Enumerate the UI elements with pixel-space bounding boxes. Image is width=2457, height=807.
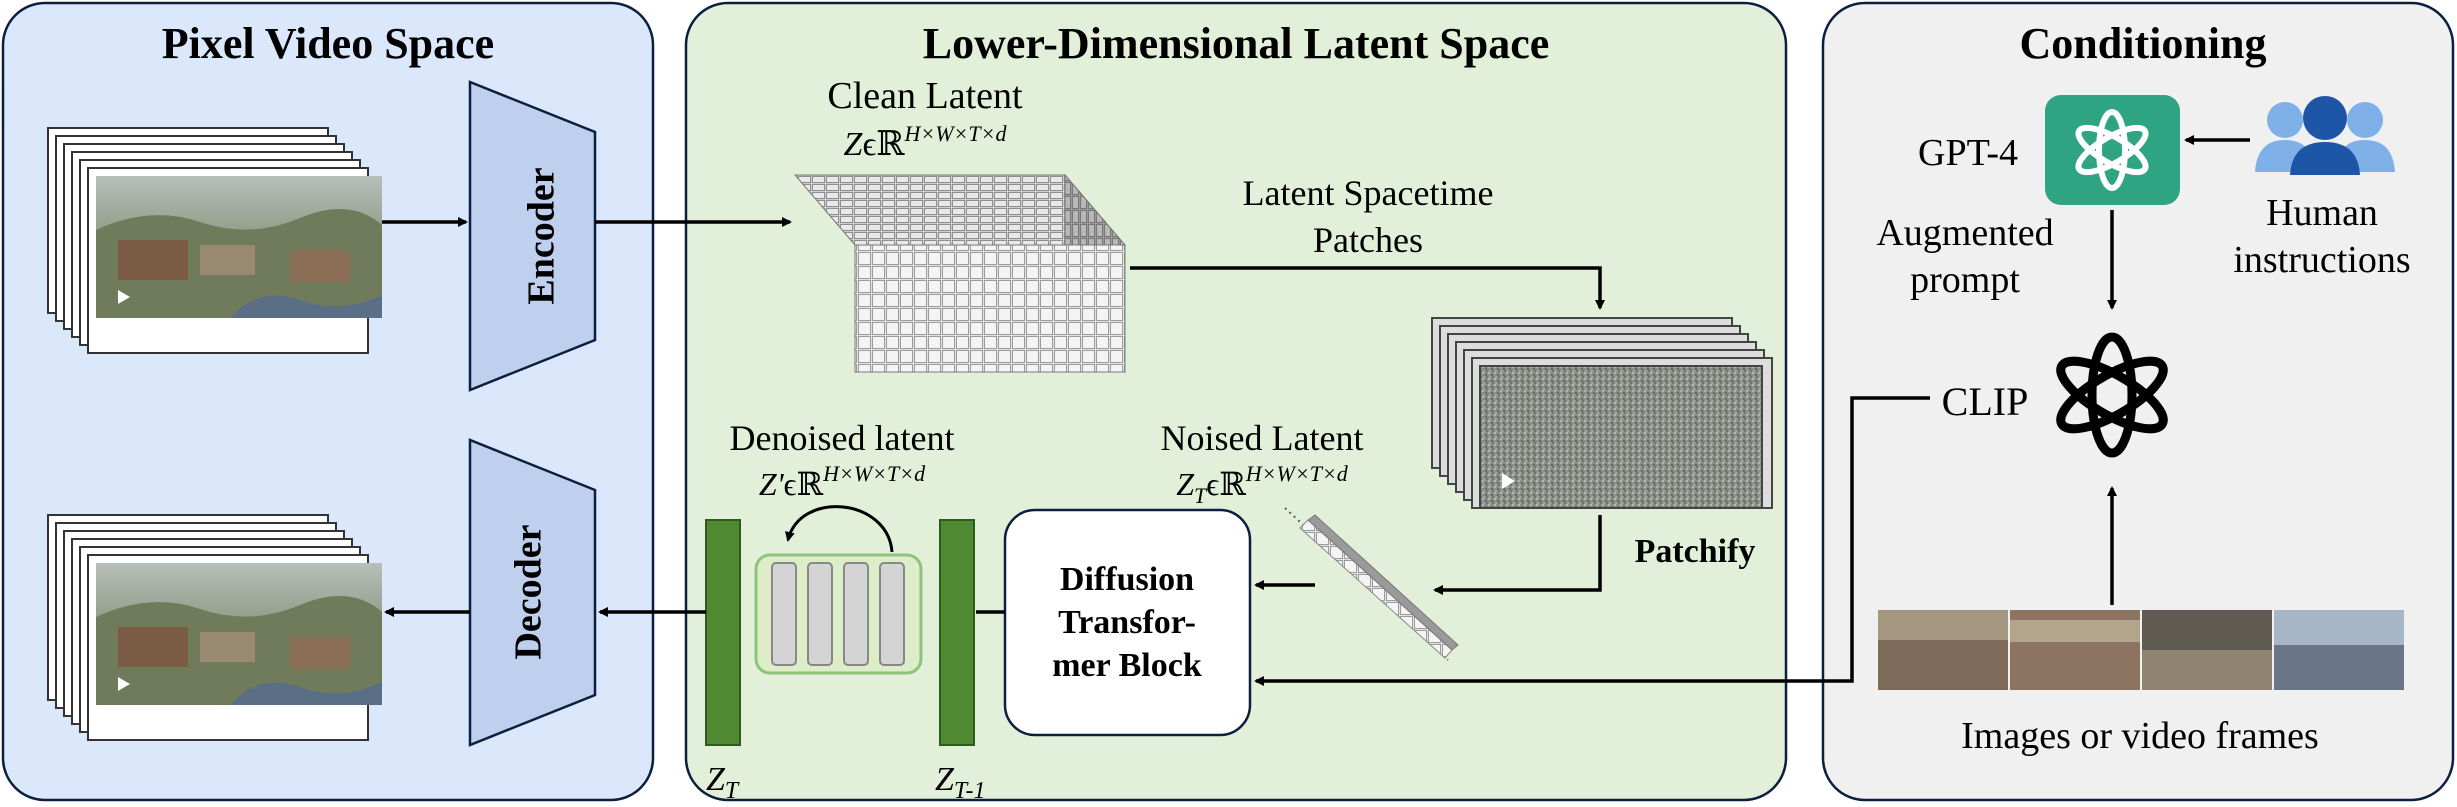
images-caption: Images or video frames [1961,715,2319,757]
z-t-bar [705,519,741,746]
arrows [382,135,2250,686]
output-video-frame [96,563,382,705]
input-video-frame [96,176,382,318]
gpt4-label: GPT-4 [1918,132,2018,174]
noised-latent-formula: ZTϵℝH×W×T×d [1176,461,1349,508]
dit-label-line3: mer Block [1052,647,1202,684]
clip-logo-icon [2056,332,2168,458]
conditioning-panel-title: Conditioning [2020,19,2267,68]
augmented-prompt-line2: prompt [1910,259,2020,301]
spacetime-patches-label-line1: Latent Spacetime [1243,173,1494,213]
play-icon [1502,473,1515,489]
z-t-minus-1-label: ZT-1 [935,761,985,804]
z-t-minus-1-bar [939,519,975,746]
augmented-prompt-line1: Augmented [1876,212,2053,254]
dit-label-line1: Diffusion [1060,561,1194,598]
denoised-latent-label: Denoised latent [730,418,955,458]
human-instructions-line2: instructions [2233,239,2410,281]
play-icon [118,677,130,691]
clean-latent-label: Clean Latent [827,75,1023,117]
arrow-clip-to-dit [1254,396,1930,686]
clean-latent-formula: ZϵℝH×W×T×d [844,121,1008,163]
image-frames-strip [1878,610,2404,690]
human-instructions-line1: Human [2266,192,2378,234]
noised-latent-label: Noised Latent [1161,418,1364,458]
spacetime-patches-label-line2: Patches [1313,220,1423,260]
latent-panel-title: Lower-Dimensional Latent Space [923,19,1550,68]
encoder-label: Encoder [521,167,563,304]
dit-label-line2: Transfor- [1058,604,1196,641]
patchify-label: Patchify [1635,533,1756,570]
z-t-label: ZT [706,761,740,804]
denoised-latent-formula: Z'ϵℝH×W×T×d [759,461,926,502]
arrow-latent-to-patches [1130,266,1605,310]
decoder-label: Decoder [508,524,550,659]
patch-token-strip [1284,507,1459,661]
people-icon [2255,96,2395,175]
input-video-stack [47,127,382,354]
arrow-patches-to-tokens [1433,515,1602,595]
output-video-stack [47,514,382,741]
encoder-block: Encoder [468,80,597,392]
play-icon [118,290,130,304]
denoising-stack [754,505,923,675]
diffusion-transformer-block: Diffusion Transfor- mer Block [1003,508,1252,737]
noisy-patch-stack [1431,317,1773,509]
pixel-panel-title: Pixel Video Space [162,19,494,68]
clean-latent-cube [793,173,1127,374]
clip-label: CLIP [1942,379,2029,424]
gpt4-logo-icon [2045,95,2180,205]
decoder-block: Decoder [468,438,597,747]
